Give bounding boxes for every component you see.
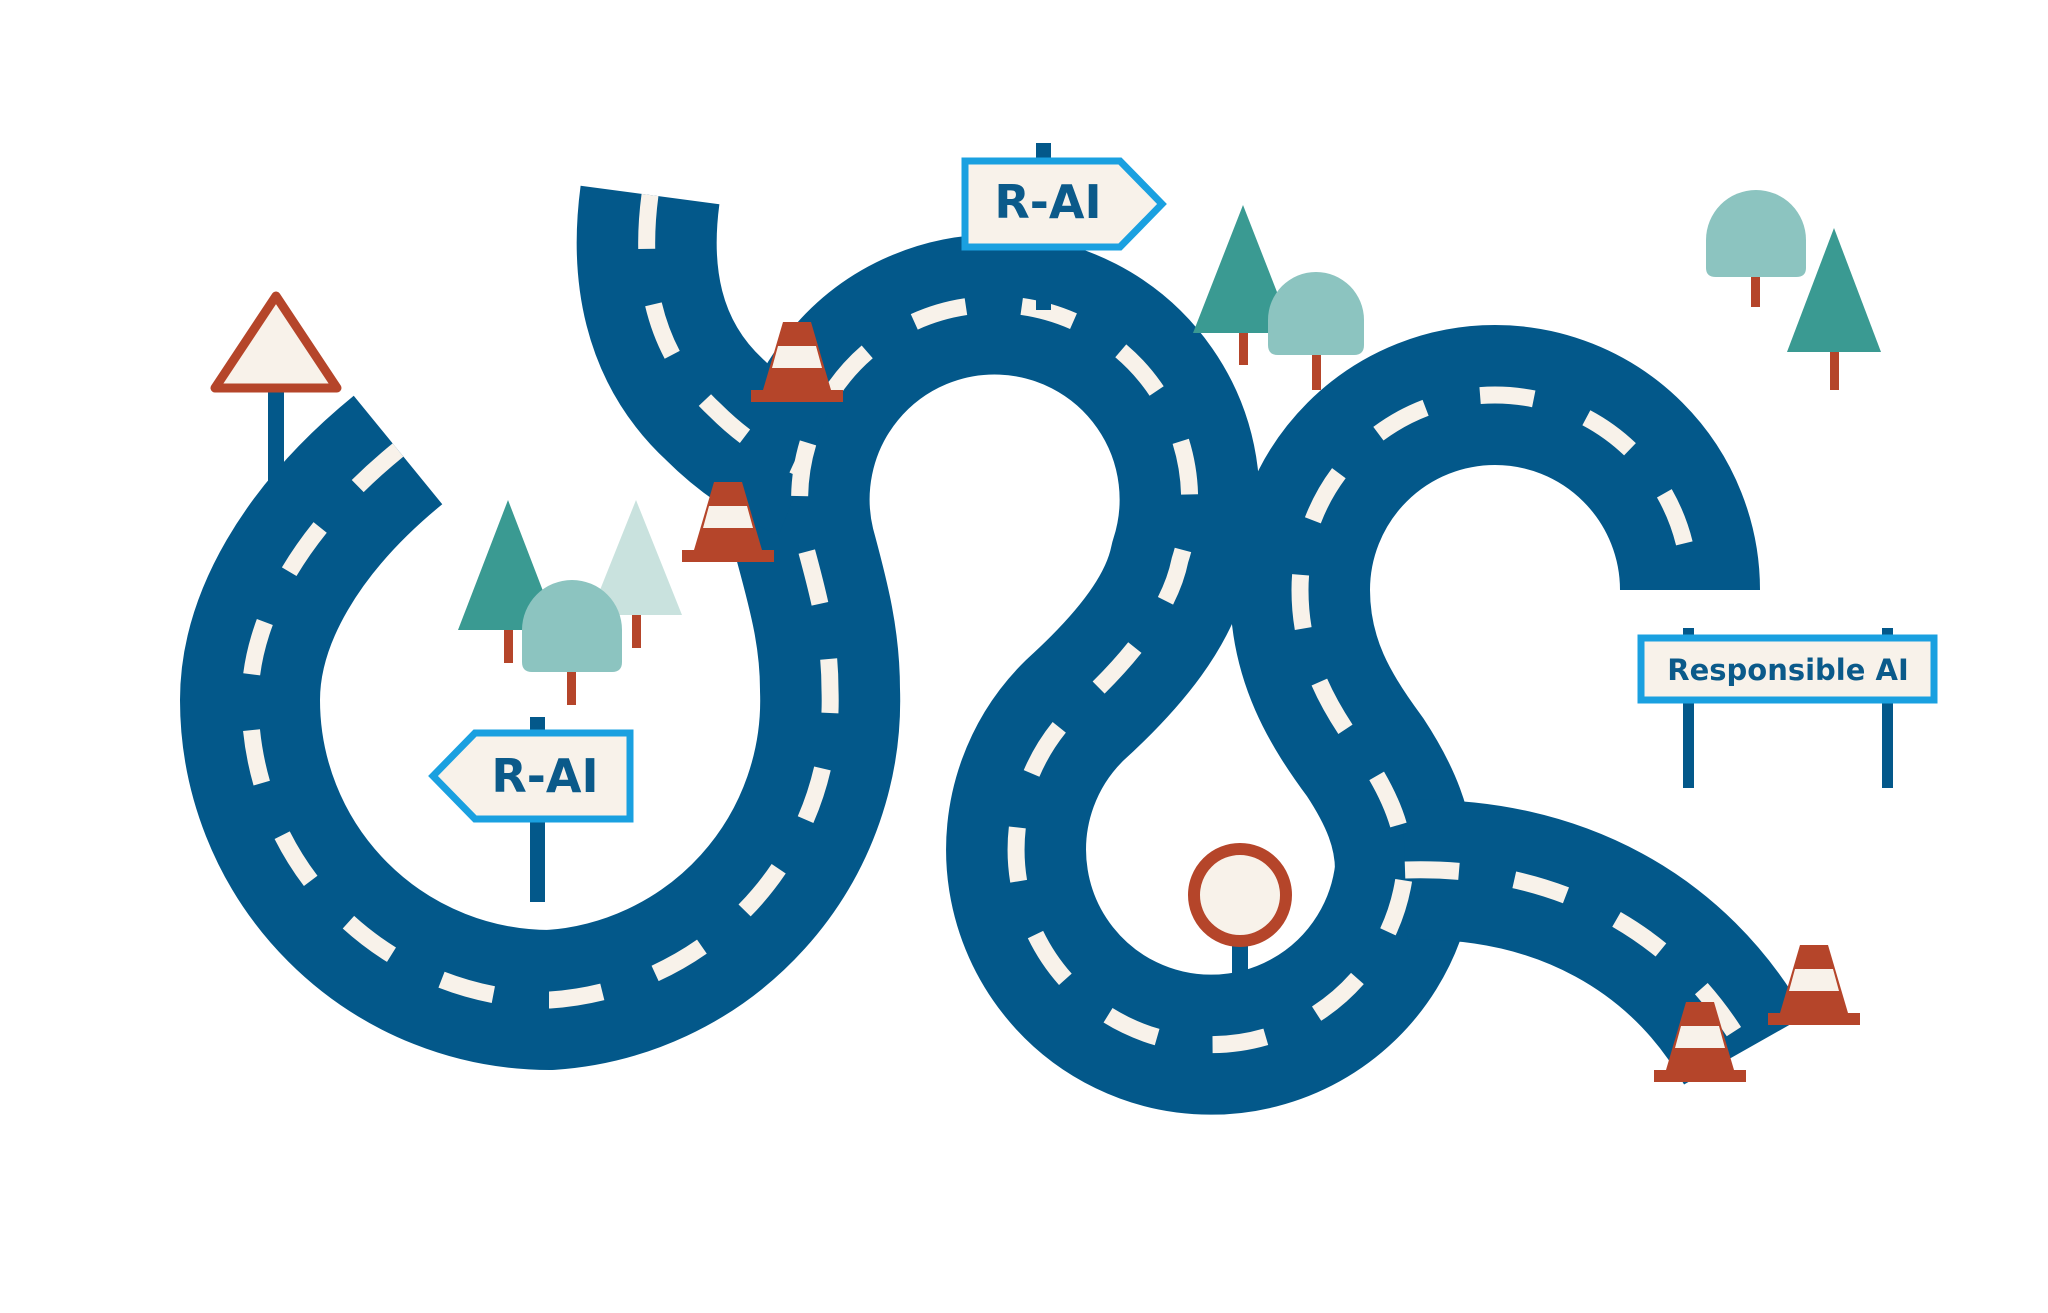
warning-sign bbox=[210, 291, 342, 485]
sign-pole bbox=[1882, 628, 1893, 788]
round-tree-icon bbox=[1706, 190, 1806, 277]
sign-pole bbox=[530, 820, 545, 902]
sign-pole bbox=[1683, 628, 1694, 788]
tree-group-left bbox=[458, 500, 682, 705]
round-tree-icon bbox=[522, 580, 622, 672]
right-arrow-sign-icon bbox=[961, 157, 1167, 251]
sign-label-top: R-AI bbox=[994, 175, 1101, 229]
sign-pole bbox=[1036, 250, 1051, 310]
tree-trunk bbox=[504, 615, 513, 663]
round-sign bbox=[1188, 843, 1292, 1025]
sign-label-billboard: Responsible AI bbox=[1667, 653, 1909, 687]
sign-pole bbox=[1232, 940, 1248, 1025]
round-tree-icon bbox=[1268, 272, 1364, 355]
pine-tree-icon bbox=[458, 500, 558, 630]
tree-trunk bbox=[1239, 320, 1248, 365]
direction-sign-left: R-AI bbox=[428, 717, 634, 902]
pine-tree-icon bbox=[590, 500, 682, 615]
tree-trunk bbox=[632, 600, 641, 648]
warning-triangle-icon bbox=[210, 291, 342, 393]
winding-road bbox=[180, 185, 1806, 1115]
pine-tree-icon bbox=[1787, 228, 1881, 352]
direction-sign-top: R-AI bbox=[961, 143, 1167, 310]
billboard-sign: Responsible AI bbox=[1637, 628, 1938, 788]
tree-trunk bbox=[567, 660, 576, 705]
tree-trunk bbox=[1312, 340, 1321, 390]
lane-markings bbox=[241, 193, 1753, 1055]
round-road-sign-icon bbox=[1188, 843, 1292, 947]
sign-pole bbox=[268, 385, 284, 485]
sign-label-left: R-AI bbox=[491, 749, 598, 803]
tree-trunk bbox=[1830, 338, 1839, 390]
tree-group-middle bbox=[1193, 205, 1364, 390]
tree-group-right bbox=[1706, 190, 1881, 390]
road-branch-top bbox=[576, 185, 833, 535]
pine-tree-icon bbox=[1193, 205, 1293, 333]
billboard-panel bbox=[1637, 634, 1938, 704]
left-arrow-sign-icon bbox=[428, 729, 634, 823]
tree-trunk bbox=[1751, 262, 1760, 307]
